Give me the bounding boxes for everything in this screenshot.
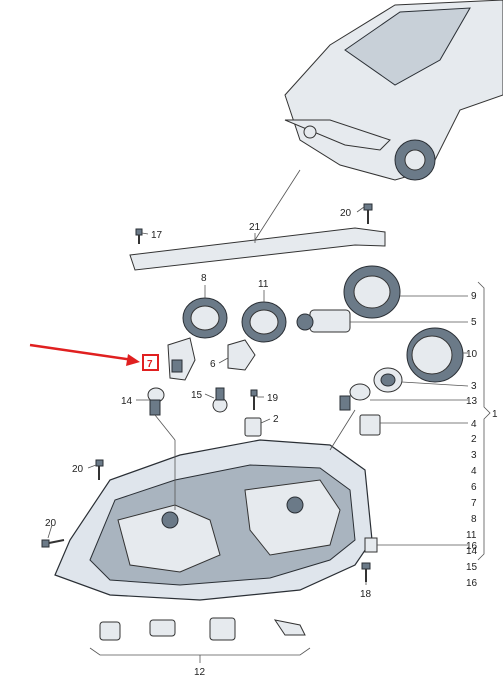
kit-list-item: 15	[466, 562, 478, 573]
screw-20-left	[95, 459, 104, 480]
callout-20-top: 20	[340, 208, 352, 219]
screw-18	[361, 562, 371, 582]
ring-10	[406, 327, 464, 383]
callout-20-left: 20	[72, 464, 84, 475]
kit-list: 2 3 4 6 7 8 11 14 15 16	[466, 434, 478, 589]
cover-cap-9	[343, 265, 401, 319]
screw-20-top	[363, 203, 373, 224]
callout-19: 19	[267, 393, 279, 404]
screw-19	[250, 389, 258, 410]
callout-16: 16	[466, 541, 478, 552]
callout-1: 1	[492, 409, 498, 420]
actuator-5	[296, 309, 351, 333]
screw-20-bottom	[41, 539, 65, 548]
cover-cap-11	[241, 301, 287, 343]
clip-2	[244, 417, 262, 437]
kit-list-item: 3	[471, 450, 477, 461]
car-illustration	[284, 0, 503, 181]
kit-list-item: 16	[466, 578, 478, 589]
highlight-box-7	[142, 354, 159, 371]
callout-14: 14	[121, 396, 133, 407]
bracket-16	[364, 537, 378, 553]
cover-cap-8	[182, 297, 228, 339]
callout-7: 7	[147, 359, 153, 370]
mounting-bar	[129, 227, 386, 271]
callout-20-bottom: 20	[45, 518, 57, 529]
screw-17	[135, 228, 143, 244]
bulb-socket-6	[227, 339, 256, 371]
callout-21: 21	[249, 222, 261, 233]
kit-list-item: 7	[471, 498, 477, 509]
kit-list-item: 14	[466, 546, 478, 557]
clips-12	[89, 617, 311, 663]
callout-5: 5	[471, 317, 477, 328]
kit-list-item: 2	[471, 434, 477, 445]
leader-lines	[47, 206, 469, 585]
callout-15: 15	[191, 390, 203, 401]
kit-list-item: 6	[471, 482, 477, 493]
callout-3: 3	[471, 381, 477, 392]
bulb-holder-3	[373, 367, 403, 393]
kit-list-item: 11	[466, 530, 477, 541]
headlight-housing	[54, 439, 373, 601]
highlight-arrow	[29, 343, 140, 366]
callout-8: 8	[201, 273, 207, 284]
callout-6: 6	[210, 359, 216, 370]
bulb-14	[147, 387, 165, 416]
callout-18: 18	[360, 589, 372, 600]
callout-12: 12	[194, 667, 206, 677]
callout-2: 2	[273, 414, 279, 425]
part-7	[167, 337, 196, 381]
callout-10: 10	[466, 349, 478, 360]
bulb-13	[339, 383, 371, 411]
callout-13: 13	[466, 396, 478, 407]
kit-list-item: 8	[471, 514, 477, 525]
kit-list-item: 4	[471, 466, 477, 477]
callout-11: 11	[258, 279, 269, 290]
callout-4: 4	[471, 419, 477, 430]
bulb-15	[212, 387, 228, 413]
callout-9: 9	[471, 291, 477, 302]
clip-4	[359, 414, 381, 436]
callout-17: 17	[151, 230, 163, 241]
